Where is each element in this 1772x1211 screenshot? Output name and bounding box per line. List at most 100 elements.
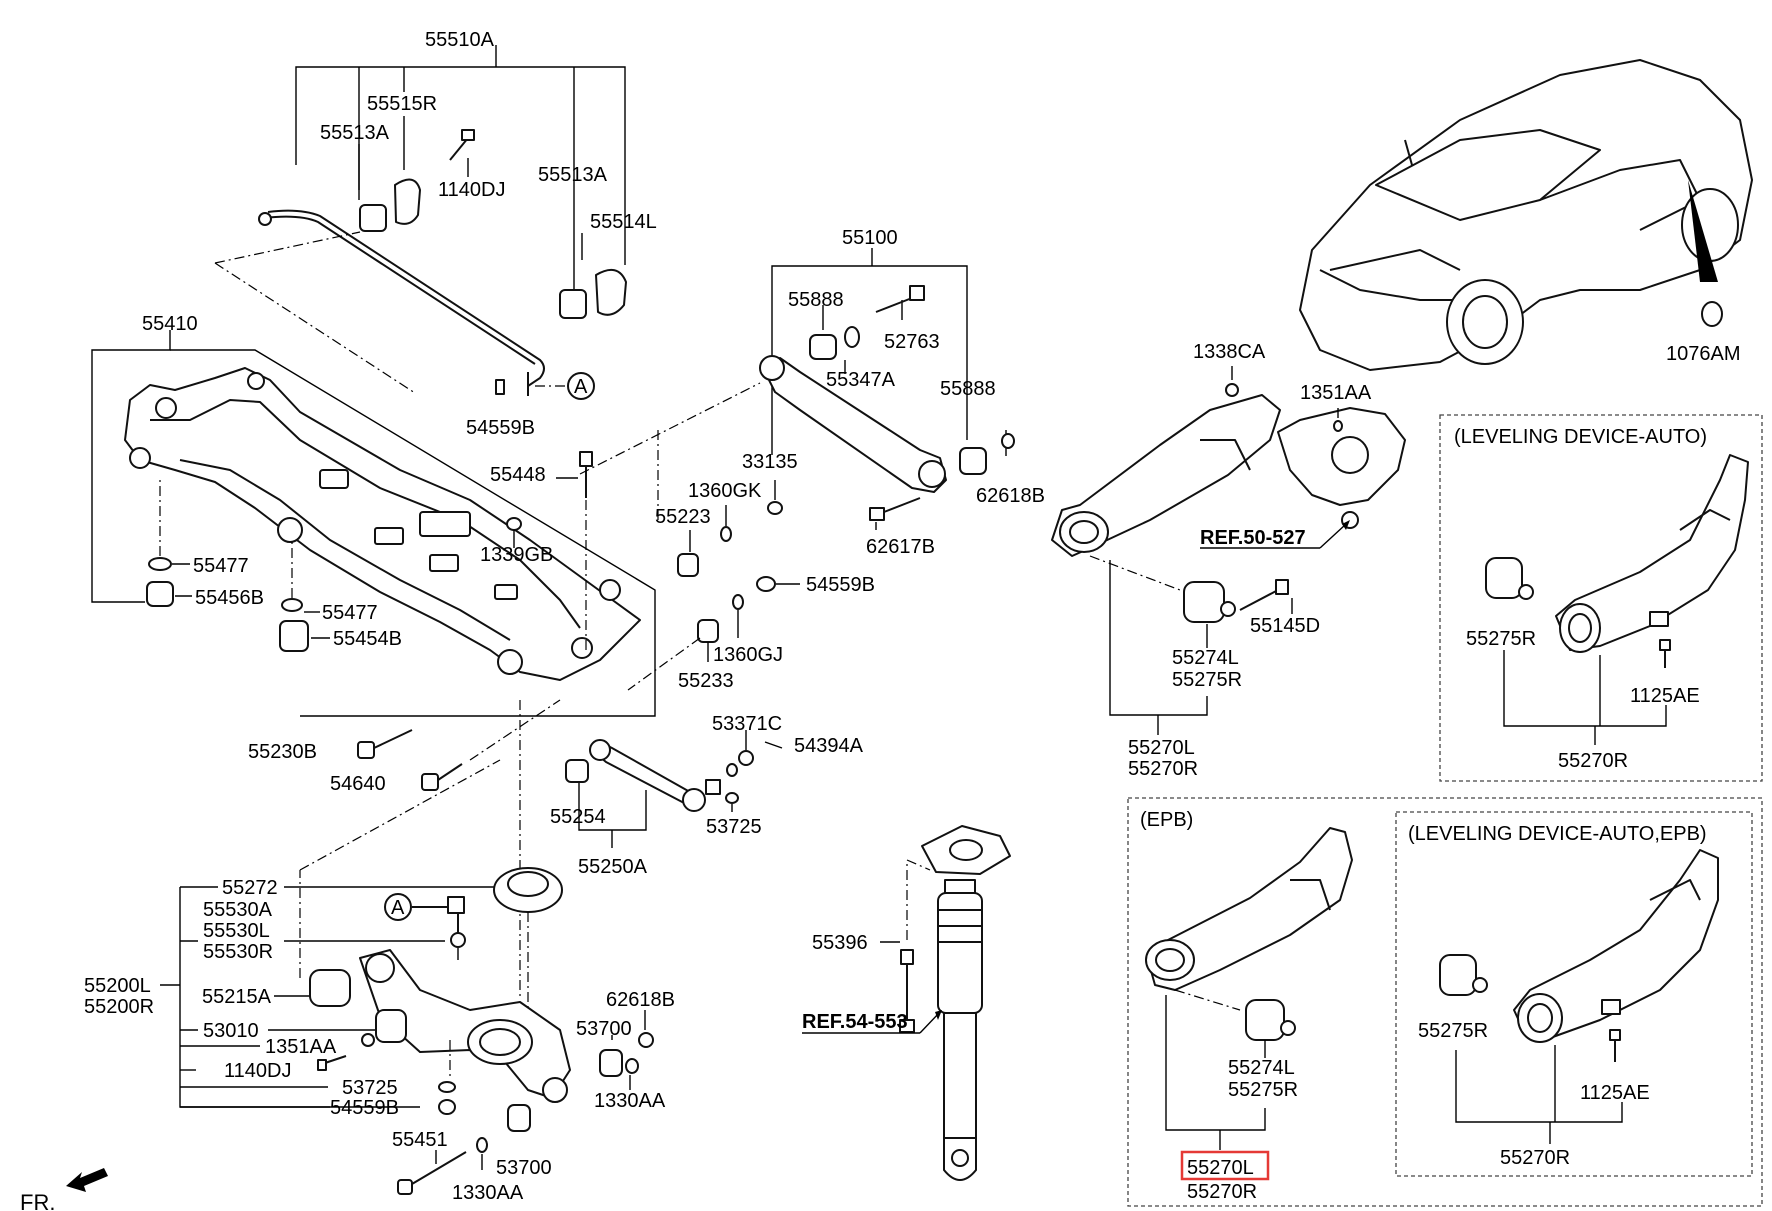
bushing-icon — [1245, 999, 1285, 1041]
ball-joint-icon — [447, 896, 465, 914]
vehicle-illustration: 1076AM — [1299, 59, 1753, 371]
washer-icon — [476, 1137, 488, 1153]
bolt-icon — [1239, 579, 1289, 611]
middle-hardware-group: 33135 1360GK 55223 54559B 1360GJ 55233 — [627, 430, 875, 692]
label-53700: 53700 — [496, 1157, 552, 1179]
bushing-icon — [599, 1049, 623, 1077]
bushing-icon — [697, 619, 719, 643]
bolt-icon — [317, 1055, 347, 1071]
label-55270L: 55270L — [1128, 737, 1195, 759]
nut-icon — [506, 517, 522, 531]
washer-icon — [725, 792, 739, 804]
label-55410: 55410 — [142, 313, 198, 335]
washer-icon — [732, 594, 744, 610]
label-leveling-device-auto-epb: (LEVELING DEVICE-AUTO,EPB) — [1408, 823, 1707, 845]
reference-circle-a-icon — [384, 893, 412, 921]
label-55477: 55477 — [322, 602, 378, 624]
label-1140DJ: 1140DJ — [224, 1060, 291, 1082]
trailing-arm-icon — [1513, 849, 1719, 1039]
label-55275R: 55275R — [1418, 1020, 1488, 1042]
leveling-device-auto-epb-box: (LEVELING DEVICE-AUTO,EPB) 55275R 1125AE… — [1395, 811, 1753, 1177]
label-55250A: 55250A — [578, 856, 648, 878]
washer-icon — [720, 526, 732, 542]
bushing-icon — [359, 204, 387, 232]
label-1125AE: 1125AE — [1630, 685, 1700, 707]
trailing-arm-icon — [1555, 454, 1749, 651]
label-55223: 55223 — [655, 506, 711, 528]
reference-circle-a-icon — [567, 372, 595, 400]
label-55347A: 55347A — [826, 369, 896, 391]
label-55215A: 55215A — [202, 986, 272, 1008]
bushing-icon — [959, 447, 987, 475]
nut-icon — [1333, 420, 1343, 432]
label-55530R: 55530R — [203, 941, 273, 963]
label-55230B: 55230B — [248, 741, 317, 763]
label-54394A: 54394A — [794, 735, 864, 757]
nut-icon — [1225, 383, 1239, 397]
washer-icon — [844, 326, 860, 348]
nut-icon — [1001, 433, 1015, 449]
stabilizer-bar-group: A 55510A 55515R 55513A 1140DJ 55513A 555… — [214, 29, 657, 439]
nut-icon — [767, 501, 783, 515]
label-1330AA: 1330AA — [452, 1182, 524, 1204]
label-33135: 33135 — [742, 451, 798, 473]
bracket-icon — [1649, 611, 1669, 627]
nut-icon — [438, 1099, 456, 1115]
bolt-icon — [899, 949, 915, 1033]
label-55200L: 55200L — [84, 975, 151, 997]
bracket-icon — [1601, 999, 1621, 1015]
washer-icon — [638, 1032, 654, 1048]
bracket-icon — [595, 268, 627, 316]
washer-icon — [726, 763, 738, 777]
leveling-device-auto-box: (LEVELING DEVICE-AUTO) 55275R 1125AE 552… — [1439, 414, 1763, 782]
label-53725: 53725 — [342, 1077, 398, 1099]
bushing-icon — [146, 581, 174, 607]
label-epb: (EPB) — [1140, 809, 1193, 831]
label-53010: 53010 — [203, 1020, 259, 1042]
label-1360GJ: 1360GJ — [713, 644, 783, 666]
label-1360GK: 1360GK — [688, 480, 762, 502]
highlight-box — [1180, 1150, 1270, 1181]
stabilizer-bar-icon — [267, 209, 545, 387]
label-55100: 55100 — [842, 227, 898, 249]
label-54640: 54640 — [330, 773, 386, 795]
bolt-icon — [875, 285, 925, 313]
label-1125AE: 1125AE — [1580, 1082, 1650, 1104]
trailing-arm-group: 1338CA 1351AA REF.50-527 55145D 55274L 5… — [1051, 341, 1406, 780]
washer-icon — [148, 557, 172, 571]
nut-icon — [738, 750, 754, 766]
label-55510A: 55510A — [425, 29, 495, 51]
label-55888: 55888 — [940, 378, 996, 400]
label-62617B: 62617B — [866, 536, 935, 558]
nut-icon — [625, 1058, 639, 1074]
label-55270R: 55270R — [1187, 1181, 1257, 1203]
bolt-icon — [579, 451, 593, 498]
bolt-icon — [421, 763, 463, 791]
bolt-icon — [1659, 639, 1671, 668]
label-53725: 53725 — [706, 816, 762, 838]
label-ref-54-553: REF.54-553 — [802, 1011, 908, 1033]
plug-icon — [1701, 301, 1723, 327]
front-indicator: FR. — [20, 1168, 108, 1211]
label-leveling-device-auto: (LEVELING DEVICE-AUTO) — [1454, 426, 1707, 448]
nut-icon — [361, 1033, 375, 1047]
label-55254: 55254 — [550, 806, 606, 828]
label-55145D: 55145D — [1250, 615, 1320, 637]
front-arrow-icon — [66, 1168, 108, 1192]
label-55456B: 55456B — [195, 587, 264, 609]
label-55515R: 55515R — [367, 93, 437, 115]
bracket-icon — [394, 178, 421, 225]
label-55270R: 55270R — [1558, 750, 1628, 772]
label-55270L: 55270L — [1187, 1157, 1254, 1179]
label-55274L: 55274L — [1228, 1057, 1295, 1079]
label-1351AA: 1351AA — [265, 1036, 337, 1058]
bushing-icon — [809, 334, 837, 360]
lateral-link-group: 53371C 54394A 55254 53725 55250A — [550, 713, 864, 878]
bushing-icon — [559, 289, 587, 319]
bushing-icon — [375, 1009, 407, 1043]
label-53371C: 53371C — [712, 713, 782, 735]
label-62618B: 62618B — [606, 989, 675, 1011]
crossmember-bolts-group: 55230B 54640 — [248, 699, 561, 1000]
